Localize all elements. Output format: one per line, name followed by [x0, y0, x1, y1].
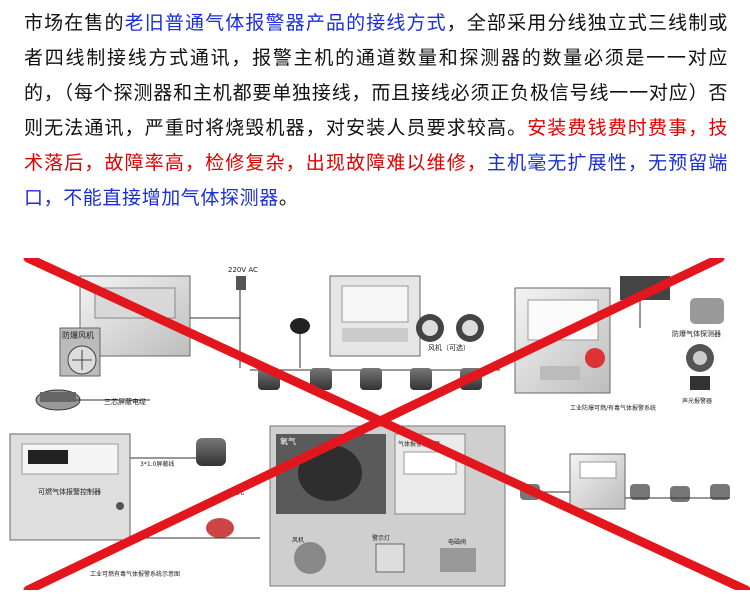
label-controller-2: 气体报警控制器 [398, 440, 440, 448]
label-controller: 可燃气体报警控制器 [38, 487, 101, 496]
system-diagram-bottom-left: 可燃气体报警控制器 3*1.0屏蔽线 声光 工业可燃有毒气体报警系统示意图 [9, 433, 260, 578]
label-gas: 氧气 [280, 436, 296, 446]
label-light: 警示灯 [372, 534, 390, 542]
label-fan-optional: 风机（可选） [428, 343, 470, 352]
para-seg-intro: 市场在售的 [24, 12, 125, 34]
label-sound-alarm: 声光报警器 [682, 397, 712, 405]
diagram-collage-image: 防爆风机 三芯屏蔽电缆 220V AC 风机（可选） [9, 253, 750, 594]
label-detector: 防爆气体探测器 [672, 329, 721, 338]
system-diagram-bottom-right [520, 453, 730, 510]
label-wire: 3*1.0屏蔽线 [140, 460, 174, 468]
label-power: 220V AC [228, 266, 258, 274]
label-system-1: 工业防爆可燃/有毒气体报警系统 [570, 404, 656, 412]
label-caption: 工业可燃有毒气体报警系统示意图 [90, 570, 180, 578]
para-seg-body: ，全部采用分线独立式三线制或者四线制接线方式通讯，报警主机的通道数量和探测器的数… [24, 12, 728, 139]
label-cable: 三芯屏蔽电缆 [104, 397, 146, 406]
description-paragraph: 市场在售的老旧普通气体报警器产品的接线方式，全部采用分线独立式三线制或者四线制接… [24, 6, 728, 216]
wiring-diagram-collage: 防爆风机 三芯屏蔽电缆 220V AC 风机（可选） [0, 253, 750, 594]
system-diagram-top-center: 风机（可选） [250, 275, 500, 390]
para-seg-highlight-topic: 老旧普通气体报警器产品的接线方式 [124, 12, 447, 34]
system-diagram-top-left: 防爆风机 三芯屏蔽电缆 220V AC [35, 266, 258, 411]
label-fan-3: 风机 [292, 536, 304, 544]
red-cross-mark [23, 253, 750, 594]
para-seg-drawbacks: 安装费钱费时费事，技术落后，故障率高，检修复杂，出现故障难以维修， [24, 117, 728, 174]
para-seg-end: 。 [278, 187, 299, 209]
system-diagram-bottom-center: 氧气 气体报警控制器 风机 警示灯 电磁阀 [269, 425, 506, 587]
para-seg-no-expansion: 主机毫无扩展性，无预留端口，不能直接增加气体探测器 [24, 152, 728, 209]
system-diagram-top-right: 防爆气体探测器 声光报警器 工业防爆可燃/有毒气体报警系统 [514, 276, 724, 412]
label-valve-2: 电磁阀 [448, 538, 466, 546]
label-fan: 防爆风机 [62, 330, 94, 340]
